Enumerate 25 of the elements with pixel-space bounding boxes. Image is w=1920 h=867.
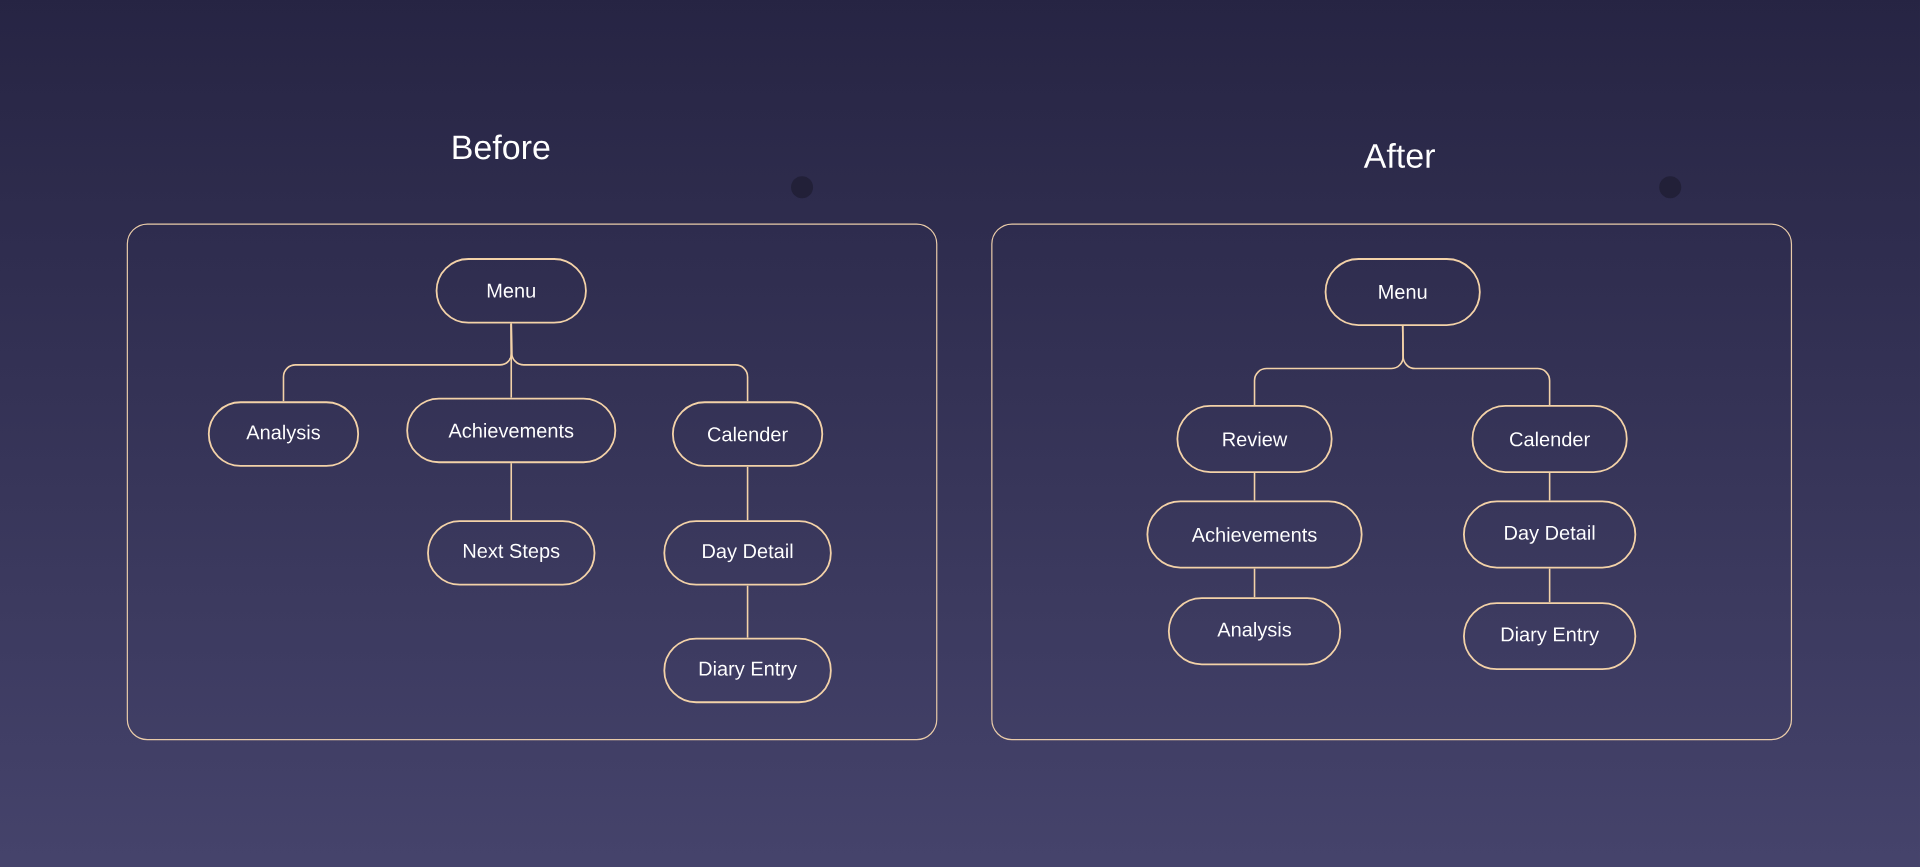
connector [746,584,749,639]
node-label: After [1363,143,1435,168]
pill-box: Diary Entry [1463,602,1637,671]
pill-box: Review [1176,405,1333,473]
pill-box: Achievements [406,397,617,464]
connector [1548,472,1551,502]
connector [510,322,749,403]
pill-box: Calender [672,401,824,467]
pill-box: Menu [1324,258,1481,326]
pill-box: Calender [1471,405,1628,473]
pill-box: Analysis [1167,597,1342,666]
pill-box: Analysis [207,401,360,467]
node-label: Before [453,134,550,160]
pill-box: Next Steps [427,520,596,586]
pill-box: Diary Entry [663,637,832,704]
pill-box: Day Detail [663,520,832,586]
connector [510,462,513,521]
connector [1401,325,1551,406]
pill-box: Menu [435,258,587,324]
pill-box: Achievements [1146,500,1363,569]
connector [1253,567,1256,599]
connector [746,466,749,521]
connector [1253,472,1256,502]
connector [1548,567,1551,603]
pill-box: Day Detail [1463,500,1637,569]
